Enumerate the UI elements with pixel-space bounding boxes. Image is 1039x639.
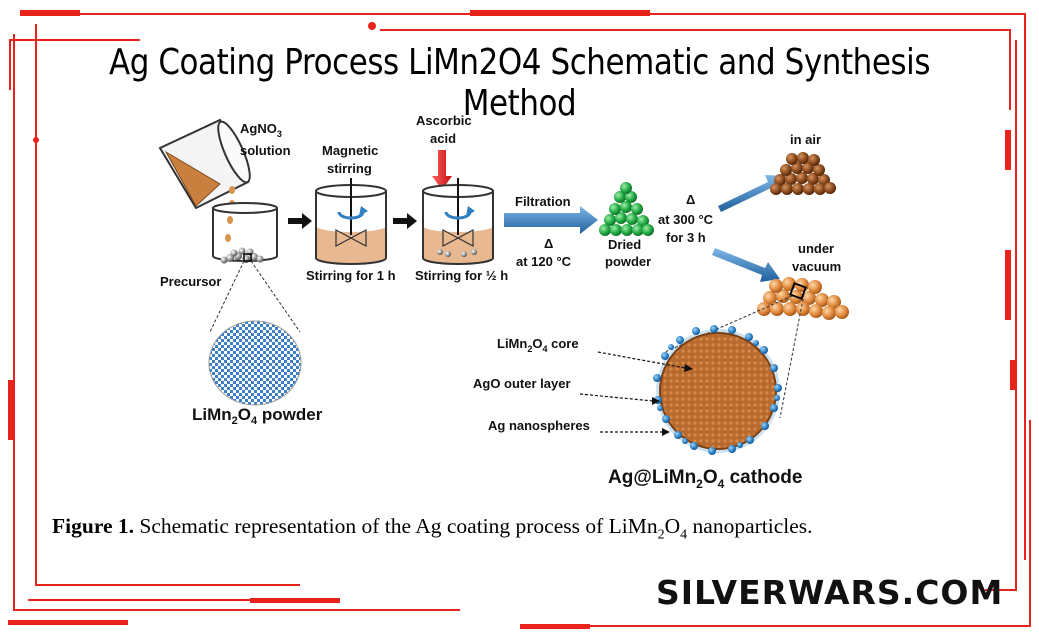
precursor-label: Precursor [160, 274, 221, 289]
solution-label: solution [240, 143, 291, 158]
vacuum-product-cluster [757, 277, 849, 320]
stirring-beaker-1 [315, 178, 387, 265]
agno3-label: AgNO [240, 121, 277, 136]
ag-nano-label: Ag nanospheres [488, 418, 590, 433]
delta-1: Δ [544, 236, 553, 251]
process-diagram: AgNO3 solution Precursor LiMn2O4 powder … [158, 113, 849, 491]
vacuum-label: vacuum [792, 259, 841, 274]
air-product-cluster [770, 152, 836, 195]
core-sub2: 4 [542, 344, 547, 354]
cathode-sub2: 4 [718, 477, 725, 491]
page-title: Ag Coating Process LiMn2O4 Schematic and… [108, 42, 931, 124]
caption-sub2: 4 [680, 527, 688, 543]
stirring-label: stirring [327, 161, 372, 176]
at-300-label: at 300 °C [658, 212, 714, 227]
arrow-right-icon [288, 213, 312, 229]
delta-2: Δ [686, 192, 695, 207]
svg-text:Ag@LiMn2O4 cathode: Ag@LiMn2O4 cathode [608, 467, 802, 491]
caption-text-b: O [664, 514, 681, 538]
arrow-right-icon [504, 206, 598, 234]
cathode-sub1: 2 [696, 477, 703, 491]
core-label: LiMn [497, 336, 527, 351]
in-air-label: in air [790, 132, 821, 147]
watermark: SILVERWARS.COM [656, 573, 1004, 612]
core-o: O [532, 336, 542, 351]
svg-text:LiMn2O4 core: LiMn2O4 core [497, 336, 579, 354]
caption-sub1: 2 [657, 527, 665, 543]
dried-powder-cluster [599, 182, 654, 236]
under-label: under [798, 241, 834, 256]
limn2o4-powder-disc [208, 320, 302, 406]
arrow-right-icon [393, 213, 417, 229]
powder-sub2: 4 [251, 415, 258, 427]
powder-text: powder [257, 405, 323, 424]
dried-label: Dried [608, 237, 641, 252]
cathode-label: Ag@LiMn [608, 467, 696, 488]
stir-half-label: Stirring for ½ h [415, 268, 508, 283]
powder-o: O [238, 405, 251, 424]
powder-word-label: powder [605, 254, 651, 269]
caption-text-a: Schematic representation of the Ag coati… [134, 514, 658, 538]
core-text: core [547, 336, 578, 351]
core-shell-particle [653, 325, 782, 455]
core-sub1: 2 [527, 344, 532, 354]
ago-label: AgO outer layer [473, 376, 571, 391]
cathode-o: O [703, 467, 718, 488]
arrow-down-icon [432, 150, 452, 190]
svg-text:LiMn2O4 powder: LiMn2O4 powder [192, 405, 323, 427]
filtration-label: Filtration [515, 194, 571, 209]
ascorbic-label: Ascorbic [416, 113, 472, 128]
at-120-label: at 120 °C [516, 254, 572, 269]
agno3-sub: 3 [277, 129, 282, 139]
stirring-beaker-2 [422, 178, 494, 265]
precursor-beaker [212, 202, 278, 264]
arrow-up-right-icon [718, 175, 786, 212]
caption-text-c: nanoparticles. [687, 514, 813, 538]
svg-text:AgNO3: AgNO3 [240, 121, 282, 139]
arrow-down-right-icon [712, 248, 780, 282]
acid-label: acid [430, 131, 456, 146]
powder-label: LiMn [192, 405, 232, 424]
cathode-text: cathode [724, 467, 802, 488]
agno3-beaker [158, 118, 251, 210]
powder-sub1: 2 [232, 415, 238, 427]
figure-label: Figure 1. [52, 514, 135, 538]
for-3h-label: for 3 h [666, 230, 706, 245]
magnetic-label: Magnetic [322, 143, 378, 158]
droplets [225, 186, 235, 242]
figure-caption: Figure 1. Schematic representation of th… [52, 514, 813, 543]
stir-1h-label: Stirring for 1 h [306, 268, 396, 283]
